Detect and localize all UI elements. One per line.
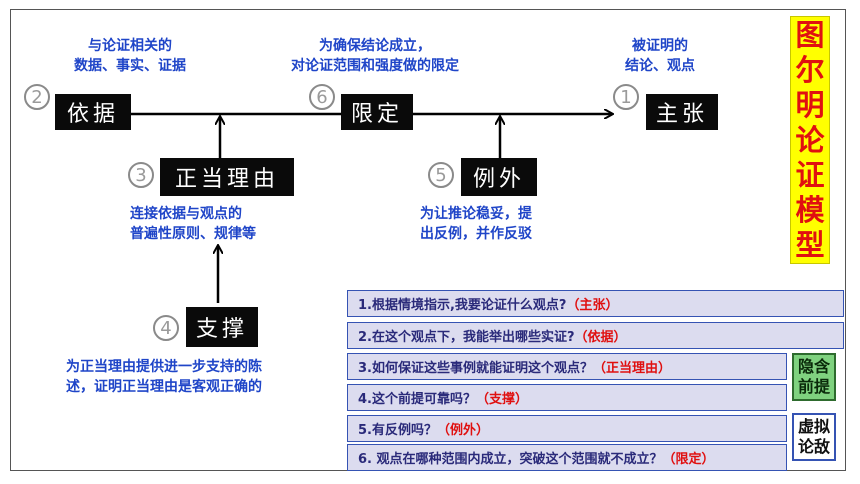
backing-number-badge: 4: [153, 315, 179, 341]
warrant-number-badge: 3: [128, 162, 154, 188]
qualifier-number-badge: 6: [309, 84, 335, 110]
question-row-2: 2.在这个观点下，我能举出哪些实证?（依据）: [347, 322, 844, 349]
claim-number-badge: 1: [613, 84, 639, 110]
question-row-4: 4.这个前提可靠吗？（支撑）: [347, 384, 787, 411]
rebuttal-number-badge: 5: [428, 162, 454, 188]
qualifier-note: 为确保结论成立，对论证范围和强度做的限定: [291, 38, 459, 74]
question-row-6: 6. 观点在哪种范围内成立，突破这个范围就不成立？（限定）: [347, 444, 787, 471]
implicit-premise-tag: 隐含前提: [792, 353, 836, 401]
rebuttal-node: 例外: [461, 158, 537, 196]
backing-node: 支撑: [186, 307, 258, 347]
claim-note: 被证明的结论、观点: [625, 38, 695, 74]
warrant-note: 连接依据与观点的普遍性原则、规律等: [130, 206, 256, 242]
qualifier-node: 限定: [341, 94, 413, 130]
data-note: 与论证相关的数据、事实、证据: [74, 38, 186, 74]
backing-note: 为正当理由提供进一步支持的陈述，证明正当理由是客观正确的: [66, 359, 262, 395]
question-row-3: 3.如何保证这些事例就能证明这个观点？（正当理由）: [347, 353, 787, 380]
data-number-badge: 2: [24, 84, 50, 110]
model-title: 图 尔 明 论 证 模 型: [790, 16, 830, 264]
virtual-opponent-tag: 虚拟论敌: [792, 413, 836, 461]
data-node: 依据: [55, 94, 131, 130]
rebuttal-note: 为让推论稳妥，提出反例，并作反驳: [420, 206, 532, 242]
question-panel: 1.根据情境指示,我要论证什么观点?（主张） 2.在这个观点下，我能举出哪些实证…: [347, 286, 844, 471]
warrant-node: 正当理由: [160, 158, 294, 196]
claim-node: 主张: [646, 94, 718, 130]
question-row-5: 5.有反例吗？（例外）: [347, 415, 787, 442]
question-row-1: 1.根据情境指示,我要论证什么观点?（主张）: [347, 290, 844, 317]
